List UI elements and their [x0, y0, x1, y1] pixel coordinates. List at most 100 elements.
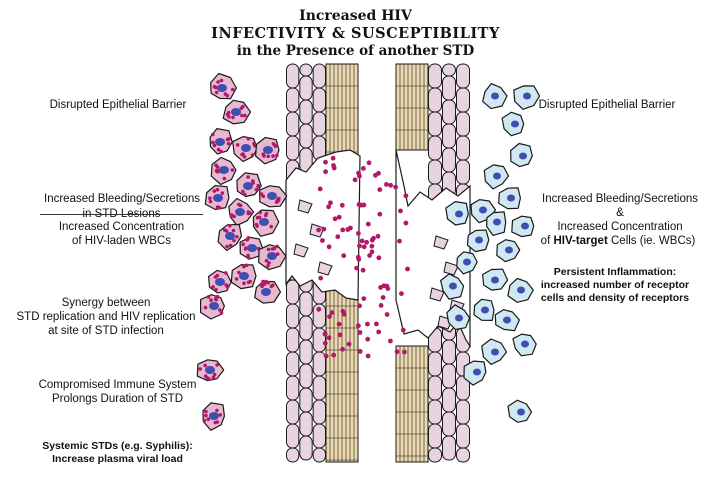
title-line-3: in the Presence of another STD	[236, 43, 475, 59]
left-label-concentration-2: of HIV-laden WBCs	[71, 235, 172, 247]
hiv-particle	[262, 154, 266, 158]
hiv-particle	[369, 249, 375, 255]
wbc-nucleus	[209, 302, 219, 310]
hiv-particle	[226, 284, 230, 289]
hiv-particle	[356, 231, 361, 236]
hiv-particle	[352, 177, 358, 183]
epithelial-cell	[456, 399, 470, 425]
hiv-particle	[271, 154, 275, 158]
hiv-particle	[208, 196, 212, 200]
epithelial-cell	[299, 291, 313, 317]
hiv-particle	[384, 312, 390, 317]
hiv-particle	[220, 191, 225, 195]
hiv-particle	[275, 252, 280, 256]
hiv-particle	[361, 244, 367, 250]
epithelial-cell	[286, 135, 300, 161]
hiv-particle	[378, 303, 384, 308]
hiv-particle	[266, 264, 270, 268]
epithelial-cell	[442, 75, 456, 101]
hiv-particle	[402, 349, 407, 355]
tissue-fragment	[429, 287, 445, 302]
hiv-particle	[214, 90, 219, 95]
target-cell-nucleus	[463, 258, 471, 266]
wbc-nucleus	[209, 412, 219, 420]
tissue-fragment	[443, 261, 459, 276]
hiv-particle	[203, 363, 207, 368]
epithelial-cell	[456, 135, 470, 161]
right-label-concentration: Increased Concentration	[557, 221, 683, 233]
hiv-particle	[357, 330, 363, 335]
wbc-nucleus	[225, 232, 235, 240]
epithelial-cell	[312, 375, 326, 401]
hiv-particle	[224, 229, 229, 233]
hiv-particle	[322, 331, 328, 337]
hiv-particle	[224, 271, 228, 275]
wbc-nucleus	[219, 166, 229, 174]
hiv-particle	[216, 147, 221, 152]
hiv-particle	[244, 246, 248, 250]
epithelial-cell	[442, 147, 456, 173]
hiv-particle	[356, 323, 361, 329]
left-label-immune-1: Compromised Immune System	[38, 379, 197, 391]
hiv-particle	[230, 168, 235, 172]
hiv-particle	[254, 222, 259, 227]
epithelial-cell	[312, 111, 326, 137]
epithelial-cell	[428, 375, 442, 401]
hiv-particle	[340, 346, 345, 352]
hiv-particle	[366, 160, 372, 166]
right-label-ampersand: &	[616, 207, 624, 219]
hiv-particle	[275, 153, 279, 158]
hiv-particle	[211, 375, 216, 380]
left-label-bleeding: Increased Bleeding/Secretions	[44, 193, 200, 205]
hiv-particle	[232, 238, 236, 243]
hiv-particle	[365, 353, 371, 359]
hiv-particle	[211, 285, 215, 289]
hiv-particle	[234, 277, 239, 281]
hiv-particle	[267, 261, 271, 265]
hiv-particle	[215, 187, 220, 192]
epithelial-cell	[299, 363, 313, 389]
hiv-particle	[261, 279, 265, 284]
target-cell-nucleus	[479, 206, 487, 214]
tissue-fragment	[293, 243, 309, 258]
target-cell-nucleus	[519, 152, 527, 160]
hiv-particle	[266, 247, 271, 252]
hiv-particle	[341, 253, 347, 259]
epithelial-cell	[312, 399, 326, 425]
epithelial-cell	[299, 75, 313, 101]
hiv-particle	[228, 223, 232, 228]
hiv-particle	[365, 321, 370, 327]
epithelial-cell	[428, 87, 442, 113]
hiv-particle	[323, 169, 328, 175]
hiv-particle	[218, 308, 222, 312]
epithelial-cell	[428, 399, 442, 425]
epithelial-cell	[428, 351, 442, 377]
hiv-particle	[337, 332, 343, 338]
epithelial-cell	[456, 159, 470, 185]
hiv-particle	[240, 152, 244, 157]
hiv-particle	[226, 141, 231, 146]
target-cell-nucleus	[455, 314, 463, 322]
hiv-particle	[276, 199, 280, 203]
hiv-particle	[359, 238, 365, 244]
hiv-particle	[405, 266, 410, 272]
hiv-particle	[211, 140, 215, 145]
left-label-divider	[40, 214, 203, 215]
epithelial-cell	[442, 435, 456, 461]
hiv-particle	[269, 224, 274, 229]
epithelial-cell	[312, 447, 326, 463]
hiv-particle	[322, 340, 328, 346]
hiv-particle	[357, 243, 362, 249]
epithelial-cell	[286, 87, 300, 113]
epithelial-cell	[428, 423, 442, 449]
hiv-particle	[376, 329, 382, 335]
hiv-particle	[381, 283, 387, 289]
right-label-target-cells: of HIV-target Cells (ie. WBCs)	[528, 234, 708, 248]
hiv-particle	[364, 239, 369, 245]
hiv-particle	[377, 187, 383, 193]
hiv-particle	[376, 255, 382, 261]
target-cell-nucleus	[491, 92, 499, 100]
hiv-particle	[225, 244, 229, 249]
hiv-particle	[326, 335, 332, 341]
hiv-particle	[230, 87, 235, 92]
